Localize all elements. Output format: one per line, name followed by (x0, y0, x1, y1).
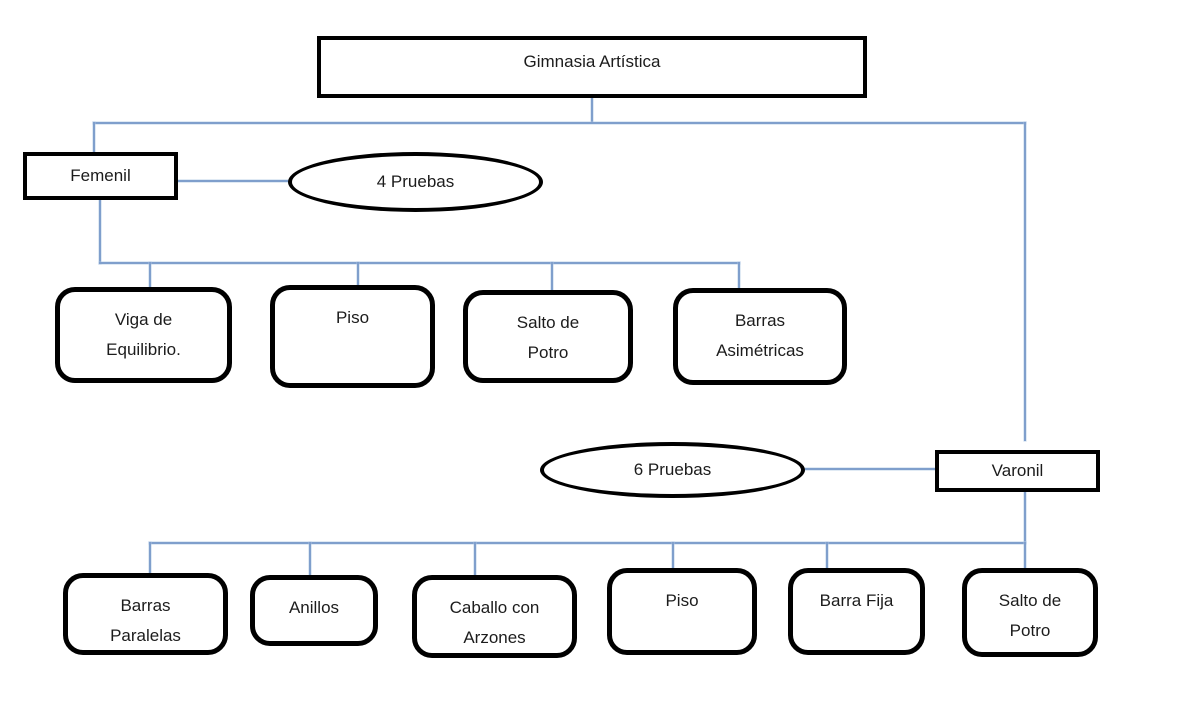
connector-drop-viga (149, 262, 151, 287)
branch-box-varonil: Varonil (935, 450, 1100, 492)
connector-drop-barras-paralelas (149, 542, 151, 573)
branch-box-femenil: Femenil (23, 152, 178, 200)
node-viga-de-equilibrio: Viga de Equilibrio. (55, 287, 232, 383)
node-salto-de-potro-femenil: Salto de Potro (463, 290, 633, 383)
connector-drop-caballo (474, 542, 476, 575)
connector-top-horizontal (93, 122, 1026, 124)
node-piso-varonil: Piso (607, 568, 757, 655)
root-box-gimnasia-artistica: Gimnasia Artística (317, 36, 867, 98)
connector-drop-anillos (309, 542, 311, 575)
connector-drop-piso-varonil (672, 542, 674, 568)
connector-femenil-badge (178, 180, 288, 182)
node-anillos: Anillos (250, 575, 378, 646)
node-barra-fija: Barra Fija (788, 568, 925, 655)
node-caballo-con-arzones: Caballo con Arzones (412, 575, 577, 658)
connector-drop-barra-fija (826, 542, 828, 568)
connector-drop-femenil (93, 122, 95, 152)
node-piso-femenil: Piso (270, 285, 435, 388)
connector-drop-salto-femenil (551, 262, 553, 290)
node-barras-paralelas: Barras Paralelas (63, 573, 228, 655)
connector-root-stub (591, 97, 593, 123)
connector-drop-salto-varonil (1024, 542, 1026, 568)
connector-femenil-stub (99, 200, 101, 264)
connector-varonil-stub (1024, 492, 1026, 543)
badge-ellipse-4-pruebas: 4 Pruebas (288, 152, 543, 212)
connector-femenil-children-bus (99, 262, 740, 264)
node-salto-de-potro-varonil: Salto de Potro (962, 568, 1098, 657)
connector-drop-piso-femenil (357, 262, 359, 285)
node-barras-asimetricas: Barras Asimétricas (673, 288, 847, 385)
connector-badge-varonil (805, 468, 935, 470)
connector-drop-varonil (1024, 122, 1026, 441)
badge-ellipse-6-pruebas: 6 Pruebas (540, 442, 805, 498)
connector-drop-barras-asim (738, 262, 740, 288)
connector-varonil-children-bus (149, 542, 1026, 544)
